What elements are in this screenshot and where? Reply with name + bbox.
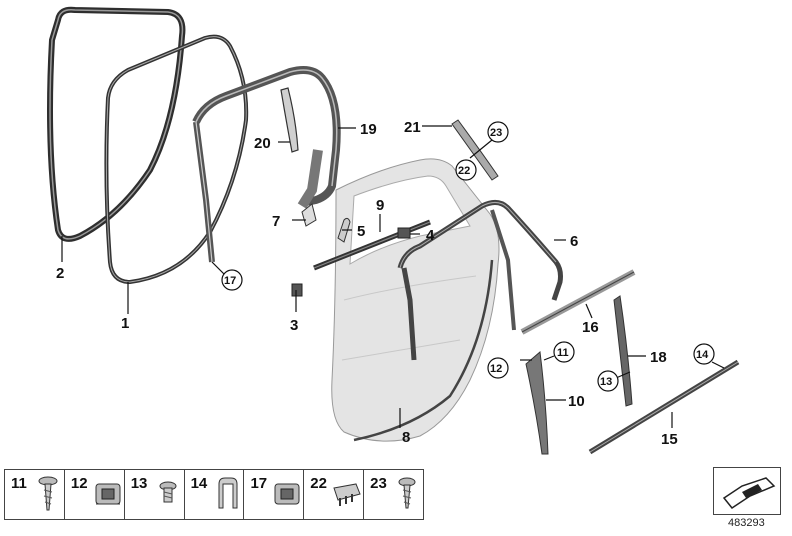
legend-cell-12: 12 [65, 470, 125, 519]
legend-cell-14: 14 [185, 470, 245, 519]
pillar-cover-10 [525, 351, 549, 455]
callout-14: 14 [696, 349, 709, 361]
callout-9: 9 [376, 197, 384, 214]
legend-cell-11: 11 [5, 470, 65, 519]
legend-number: 11 [11, 475, 27, 492]
legend-number: 23 [370, 475, 387, 492]
callout-3: 3 [290, 317, 298, 334]
clip-nut-icon [274, 483, 300, 505]
legend-number: 12 [70, 475, 88, 492]
callout-11: 11 [557, 347, 569, 359]
callout-4: 4 [426, 227, 435, 244]
callout-17: 17 [224, 275, 236, 287]
circled-callouts: 17 23 22 11 12 13 14 [221, 121, 715, 392]
edge-clip-icon [218, 477, 238, 509]
orientation-arrow-icon [722, 477, 776, 510]
clip-nut-icon [95, 483, 121, 505]
callout-13: 13 [600, 376, 612, 388]
clip-4 [397, 227, 411, 239]
retainer-clip-icon [333, 483, 361, 506]
legend-cell-23: 23 [364, 470, 423, 519]
view-orientation-box [713, 467, 781, 515]
callout-23: 23 [490, 127, 502, 139]
callout-19: 19 [360, 121, 377, 138]
callout-16: 16 [582, 319, 599, 336]
callout-10: 10 [568, 393, 585, 410]
door-seal-outer [47, 6, 186, 242]
screw-icon [398, 477, 416, 509]
callout-21: 21 [404, 119, 421, 136]
legend-cell-13: 13 [125, 470, 185, 519]
legend-cell-17: 17 [244, 470, 305, 519]
callout-1: 1 [121, 315, 129, 332]
pillar-trim-18 [613, 295, 633, 407]
callout-7: 7 [272, 213, 280, 230]
legend-number: 22 [310, 475, 327, 492]
callout-2: 2 [56, 265, 64, 282]
trim-21 [451, 119, 499, 181]
fastener-legend: 11 12 13 14 17 2 [4, 469, 424, 520]
legend-cell-22: 22 [304, 470, 365, 519]
door-edge-strip [353, 259, 494, 442]
screw-icon [38, 476, 58, 511]
leader-lines [61, 125, 725, 428]
callout-22: 22 [458, 165, 470, 177]
clip-3 [291, 283, 303, 297]
legend-number: 13 [130, 475, 148, 492]
callout-5: 5 [357, 223, 365, 240]
short-screw-icon [159, 481, 177, 503]
callouts: 1 2 3 4 5 6 7 8 9 10 15 16 18 19 20 21 [56, 119, 678, 448]
callout-8: 8 [402, 429, 410, 446]
callout-12: 12 [490, 363, 502, 375]
callout-20: 20 [254, 135, 271, 152]
pillar-trim [280, 87, 299, 153]
legend-number: 17 [250, 475, 268, 492]
callout-15: 15 [661, 431, 678, 448]
document-id: 483293 [728, 517, 765, 529]
callout-18: 18 [650, 349, 667, 366]
legend-number: 14 [190, 475, 208, 492]
callout-6: 6 [570, 233, 578, 250]
